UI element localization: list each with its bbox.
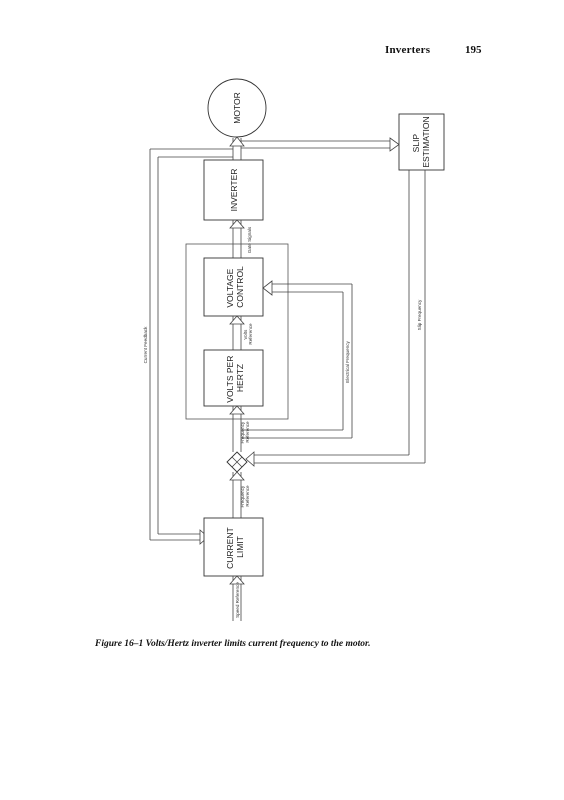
frequency-reference-bottom-label-line1: Frequency (240, 485, 245, 507)
inverter-label: INVERTER (229, 169, 239, 212)
electrical-frequency-label: Electrical Frequency (345, 340, 350, 382)
figure-caption: Figure 16–1 Volts/Hertz inverter limits … (95, 639, 371, 649)
current-limit-block (203, 517, 264, 577)
slip-frequency-arrow (245, 451, 255, 467)
svg-text:VOLTAGE CONTROL: VOLTAGE CONTROL (225, 266, 245, 308)
electrical-frequency-arrow (262, 280, 273, 296)
page-number: 195 (465, 44, 482, 56)
motor-input-arrow (229, 136, 245, 147)
speed-reference-arrow (229, 575, 245, 585)
svg-text:CURRENT LIMIT: CURRENT LIMIT (225, 525, 245, 569)
volts-per-hertz-block (203, 349, 264, 407)
svg-text:Volts Reference: Volts Reference (243, 323, 253, 345)
svg-text:VOLTS PER HERTZ: VOLTS PER HERTZ (225, 353, 245, 402)
current-feedback-label: Current Feedback (143, 326, 148, 363)
speed-reference-label: Speed Reference (235, 582, 240, 618)
current-limit-label-line2: LIMIT (235, 536, 245, 558)
voltage-control-label-line1: VOLTAGE (225, 268, 235, 307)
slip-estimation-label-line1: SLIP (411, 134, 421, 153)
volts-per-hertz-label-line2: HERTZ (235, 364, 245, 392)
voltage-control-label-line2: CONTROL (235, 266, 245, 308)
svg-text:Frequency Reference: Frequency Reference (240, 485, 250, 508)
volts-per-hertz-label-line1: VOLTS PER (225, 356, 235, 403)
frequency-reference-top-label-line1: Frequency (240, 421, 245, 443)
svg-text:Frequency Reference: Frequency Reference (240, 421, 250, 444)
current-limit-label-line1: CURRENT (225, 527, 235, 568)
voltage-control-block (203, 257, 264, 317)
volts-reference-label-line2: Reference (248, 323, 253, 345)
page-header: Inverters 195 (0, 44, 564, 64)
frequency-reference-top-label-line2: Reference (245, 421, 250, 443)
svg-text:SLIP ESTIMATION: SLIP ESTIMATION (411, 116, 431, 167)
motor-label: MOTOR (232, 92, 242, 123)
gate-signals-label: Gate Signals (247, 226, 252, 253)
inverter-block (203, 159, 264, 221)
running-head: Inverters (385, 44, 431, 56)
volts-reference-label-line1: Volts (243, 329, 248, 340)
slip-estimation-label-line2: ESTIMATION (421, 116, 431, 167)
slip-estimation-input-arrow (389, 137, 400, 152)
controller-frame (185, 243, 289, 420)
slip-estimation-block (398, 113, 445, 171)
frequency-reference-bottom-label-line2: Reference (245, 485, 250, 507)
slip-frequency-label: Slip Frequency (417, 299, 422, 330)
